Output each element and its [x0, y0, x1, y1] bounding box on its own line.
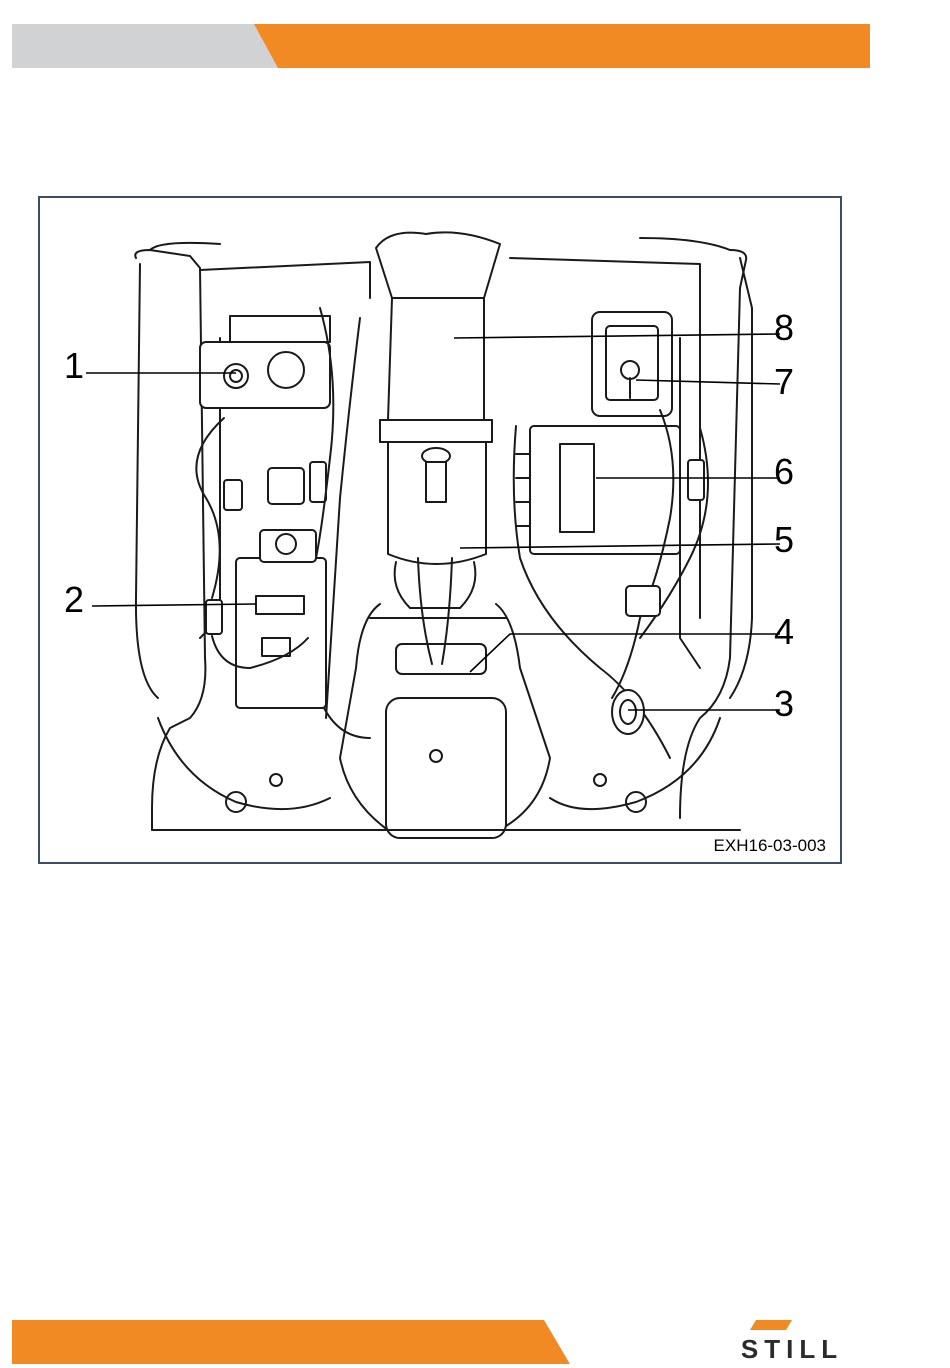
callout-7: 7: [774, 364, 794, 400]
callout-4: 4: [774, 614, 794, 650]
figure-id: EXH16-03-003: [714, 836, 826, 856]
callout-2: 2: [64, 582, 84, 618]
callout-6: 6: [774, 454, 794, 490]
callout-5: 5: [774, 522, 794, 558]
truck-compartment-illustration: [40, 198, 840, 862]
footer-bar: [12, 1320, 572, 1364]
header-bar: [12, 24, 870, 68]
still-logo: STILL: [712, 1320, 872, 1364]
callout-1: 1: [64, 348, 84, 384]
brand-text: STILL: [741, 1334, 843, 1364]
callout-3: 3: [774, 686, 794, 722]
callout-8: 8: [774, 310, 794, 346]
figure-frame: 1 2 3 4 5 6 7 8 EXH16-03-003: [38, 196, 842, 864]
